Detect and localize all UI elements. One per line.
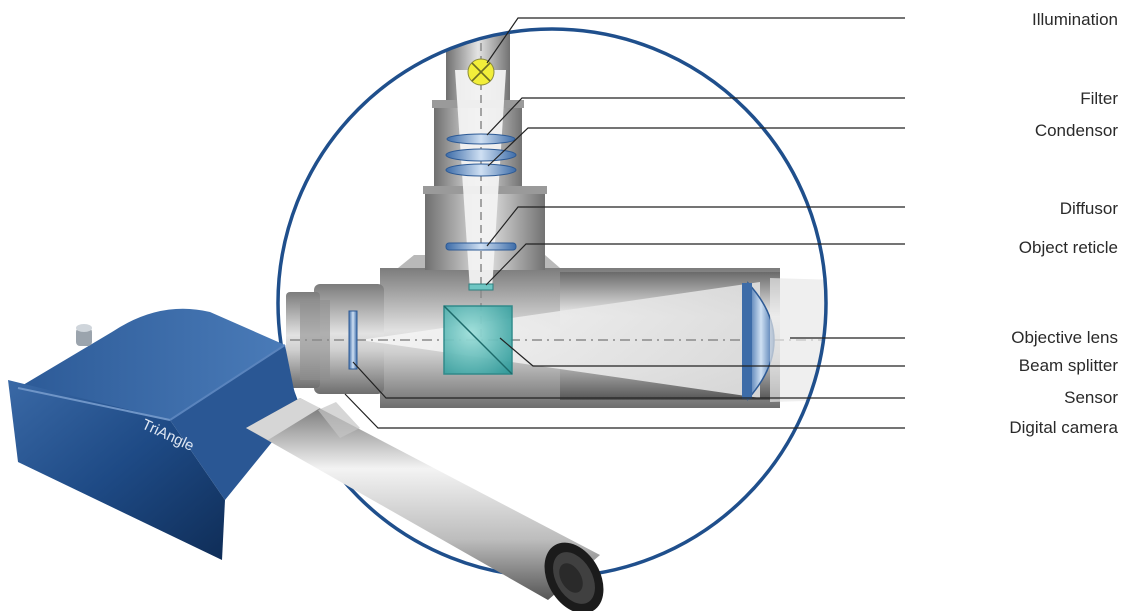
leader-beam-splitter [499, 337, 905, 367]
leader-lines [344, 17, 905, 429]
bulb-icon [467, 58, 495, 86]
label-digital-camera: Digital camera [1009, 418, 1118, 437]
filter-lens [446, 133, 516, 145]
leader-object-reticle [485, 243, 905, 286]
leader-sensor [352, 361, 905, 399]
connector-knob [76, 324, 92, 346]
leader-condensor [487, 127, 905, 167]
label-objective-lens: Objective lens [1011, 328, 1118, 347]
object-reticle-plate [468, 283, 494, 291]
diffusor-plate [445, 242, 517, 251]
lens-tube [246, 398, 604, 614]
leader-illumination [486, 17, 905, 64]
leader-digital-camera [344, 393, 905, 429]
label-diffusor: Diffusor [1059, 199, 1118, 218]
optical-cutaway [286, 29, 826, 408]
digital-camera-body: TriAngle [8, 308, 298, 560]
condensor-lens-lower [445, 163, 517, 177]
beam-splitter-cube [443, 305, 513, 375]
sensor-chip [348, 310, 358, 370]
label-beam-splitter: Beam splitter [1018, 356, 1118, 375]
leader-diffusor [486, 206, 905, 247]
label-condensor: Condensor [1034, 121, 1118, 140]
label-sensor: Sensor [1064, 388, 1118, 407]
label-filter: Filter [1080, 89, 1118, 108]
label-illumination: Illumination [1032, 10, 1118, 29]
condensor-lens-upper [445, 148, 517, 162]
leader-filter [486, 97, 905, 136]
label-object-reticle: Object reticle [1018, 238, 1118, 257]
